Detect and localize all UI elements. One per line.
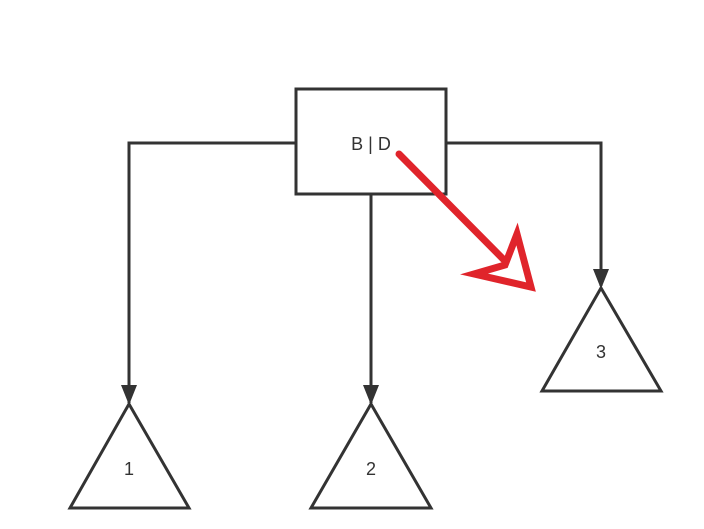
annotation-arrow-head (460, 222, 536, 292)
child-node-2: 2 (308, 400, 434, 510)
child-node-3-triangle (539, 285, 664, 393)
child-node-3: 3 (539, 285, 664, 393)
annotation-arrow (395, 150, 536, 292)
root-node: B | D (294, 87, 448, 196)
child-node-1-label: 1 (124, 459, 134, 479)
root-node-label: B | D (351, 134, 391, 154)
child-node-2-triangle (308, 400, 434, 510)
annotation-arrow-shaft (395, 150, 516, 272)
connector-arrowhead-2 (363, 385, 379, 405)
connector-to-node-3 (446, 141, 603, 286)
child-node-2-label: 2 (366, 459, 376, 479)
connector-arrowhead-1 (121, 385, 137, 405)
connector-arrowhead-3 (593, 269, 609, 289)
connector-to-node-1 (127, 141, 296, 403)
child-node-1: 1 (67, 400, 192, 510)
child-node-3-label: 3 (596, 342, 606, 362)
child-node-1-triangle (67, 400, 192, 510)
